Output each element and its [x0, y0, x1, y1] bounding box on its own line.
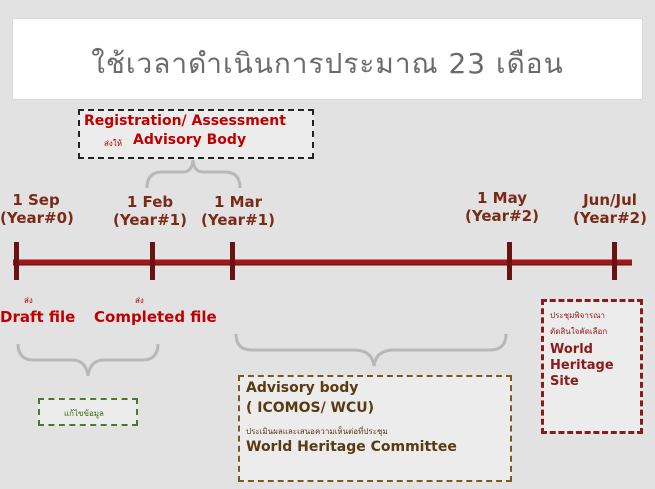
draft-file-label: Draft file: [0, 308, 76, 326]
milestone-year: (Year#0): [0, 209, 74, 227]
whc-heritage: Heritage: [550, 358, 614, 373]
milestone-date-feb: 1 Feb (Year#1): [112, 193, 188, 229]
milestone-day: 1 Feb: [126, 193, 174, 211]
advisory-body-org: ( ICOMOS/ WCU): [246, 400, 375, 416]
world-heritage-box: [541, 299, 643, 434]
advisory-body-committee: World Heritage Committee: [246, 439, 457, 455]
whc-small-1: ประชุมพิจารณา: [550, 311, 606, 320]
page-title: ใช้เวลาดำเนินการประมาณ 23 เดือน: [91, 47, 564, 80]
advisory-body-title: Advisory body: [246, 380, 359, 396]
milestone-date-may: 1 May (Year#2): [463, 189, 541, 225]
registration-prefix: ส่งให้: [104, 139, 122, 148]
title-banner: [12, 18, 643, 100]
registration-brace: [145, 159, 242, 189]
milestone-date-junjul: Jun/Jul (Year#2): [572, 191, 648, 227]
timeline-tick-sep: [14, 242, 19, 280]
completed-file-label: Completed file: [94, 308, 217, 326]
milestone-year: (Year#2): [465, 207, 539, 225]
whc-site: Site: [550, 374, 579, 389]
milestone-year: (Year#1): [201, 211, 275, 229]
milestone-date-mar: 1 Mar (Year#1): [200, 193, 276, 229]
registration-box: [78, 109, 314, 159]
draft-brace: [16, 343, 160, 377]
whc-world: World: [550, 342, 593, 357]
milestone-day: 1 Mar: [213, 193, 263, 211]
whc-small-2: ตัดสินใจคัดเลือก: [550, 327, 608, 336]
milestone-year: (Year#1): [113, 211, 187, 229]
advisory-body-desc: ประเมินผลและเสนอความเห็นต่อที่ประชุม: [246, 427, 388, 436]
fix-data-box: [38, 398, 138, 426]
milestone-day: 1 May: [476, 189, 528, 207]
registration-title: Registration/ Assessment: [84, 113, 286, 129]
timeline-tick-mar: [230, 242, 235, 280]
milestone-day: Jun/Jul: [583, 191, 637, 209]
timeline-tick-feb: [150, 242, 155, 280]
advisory-brace: [234, 333, 508, 367]
registration-advisory: Advisory Body: [133, 132, 247, 148]
milestone-day: 1 Sep: [12, 191, 60, 209]
timeline-tick-junjul: [612, 242, 617, 280]
milestone-date-sep: 1 Sep (Year#0): [0, 191, 74, 227]
advisory-body-box: [238, 375, 512, 482]
completed-small-label: ส่ง: [135, 296, 144, 305]
milestone-year: (Year#2): [573, 209, 647, 227]
draft-small-label: ส่ง: [24, 296, 33, 305]
fix-data-label: แก้ไขข้อมูล: [64, 409, 104, 418]
timeline-tick-may: [507, 242, 512, 280]
